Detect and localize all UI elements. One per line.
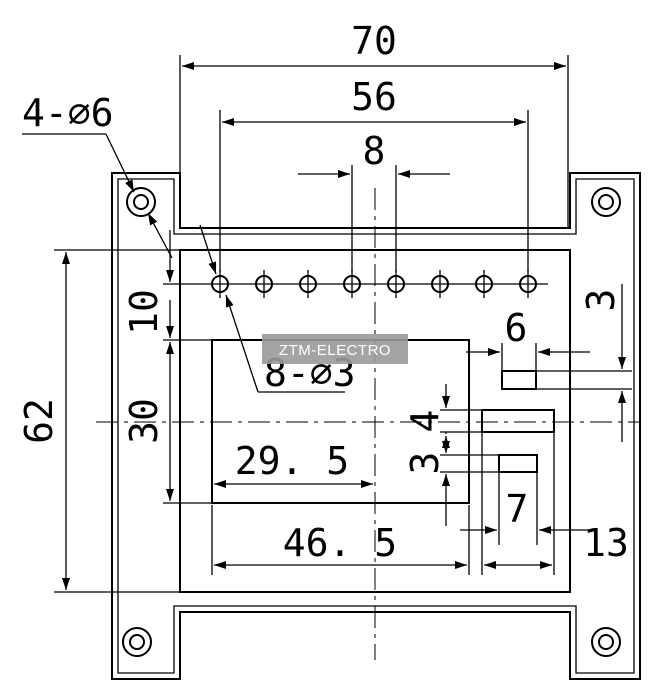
dim-text-56: 56: [351, 75, 397, 119]
slot-middle: [481, 409, 555, 433]
dimension-3-left: [440, 436, 499, 526]
mounting-holes: [122, 187, 621, 657]
pin-hole: [387, 270, 405, 298]
dim-text-4-holes: 4-⌀6: [22, 91, 114, 135]
dimension-70: [179, 55, 569, 228]
pcb-board: [179, 249, 571, 593]
dim-text-4: 4: [403, 410, 447, 433]
dim-text-62: 62: [17, 398, 61, 444]
dimension-10: [163, 230, 212, 341]
dimension-30: [163, 342, 212, 504]
pin-hole: [431, 270, 449, 298]
pin-hole: [475, 270, 493, 298]
dimension-7: [460, 472, 590, 545]
pin-hole: [343, 270, 361, 298]
dimension-8: [298, 165, 450, 272]
mounting-bracket: [111, 172, 641, 680]
pin-hole: [211, 270, 229, 298]
mounting-hole-bottom-right: [591, 627, 621, 657]
dimension-4: [440, 384, 482, 434]
dim-text-30: 30: [122, 398, 166, 444]
mounting-hole-bottom-left: [122, 627, 152, 657]
leader-8-holes: [199, 224, 345, 393]
dim-text-10: 10: [122, 289, 166, 335]
mounting-hole-top-left: [126, 187, 156, 217]
dimension-3-right: [536, 284, 632, 442]
slot-upper: [501, 370, 537, 390]
dimension-62: [54, 249, 180, 593]
dim-text-70: 70: [351, 19, 397, 63]
mounting-hole-top-right: [591, 187, 621, 217]
dimension-46-5: [211, 505, 470, 575]
pin-hole: [519, 270, 537, 298]
watermark-text: ZTM-ELECTRO: [279, 342, 391, 359]
watermark: ZTM-ELECTRO: [262, 334, 408, 364]
leader-4-holes: [22, 133, 173, 259]
dim-text-13: 13: [583, 521, 629, 565]
dim-text-29-5: 29. 5: [235, 439, 349, 483]
slot-lower: [498, 454, 538, 473]
dim-text-8: 8: [363, 129, 386, 173]
pin-holes: [211, 270, 537, 298]
dimension-6: [466, 343, 590, 372]
pin-hole: [255, 270, 273, 298]
dim-text-3-right: 3: [579, 289, 623, 312]
dimension-13: [481, 432, 555, 575]
dim-text-6: 6: [505, 306, 528, 350]
dim-text-7: 7: [506, 487, 529, 531]
dimension-56: [219, 110, 529, 272]
dim-text-46-5: 46. 5: [283, 521, 397, 565]
dim-text-3-left: 3: [403, 452, 447, 475]
pin-hole: [299, 270, 317, 298]
